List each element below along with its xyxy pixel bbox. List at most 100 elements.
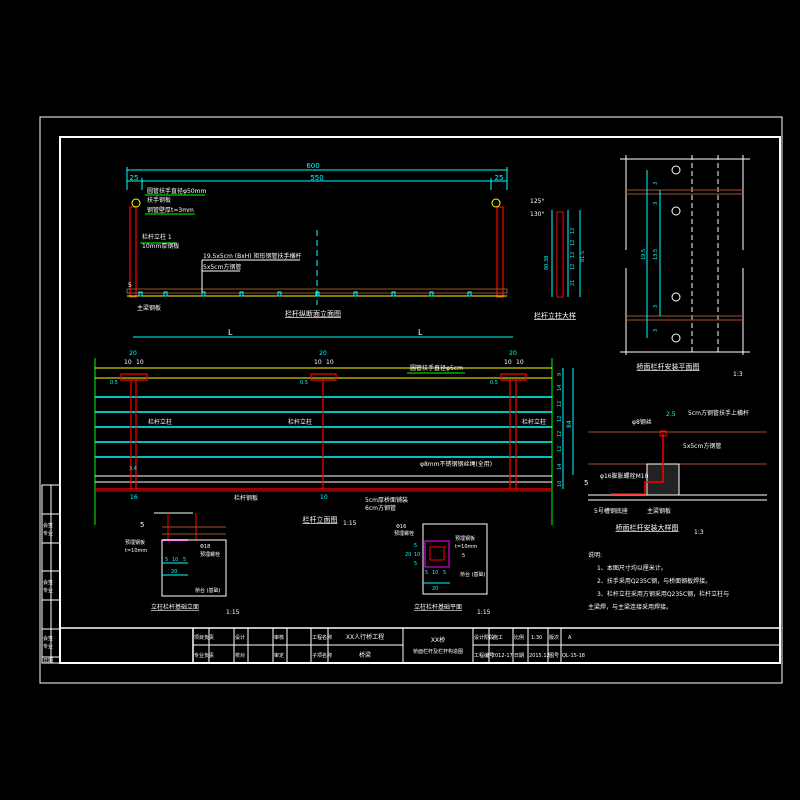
dim: 14 xyxy=(557,385,563,391)
view-title: 立柱栏杆基础平面 xyxy=(414,603,462,611)
dim: 12 xyxy=(557,446,563,452)
dim: 5 xyxy=(425,570,428,576)
weld-mark: 5 xyxy=(462,553,465,559)
weld-mark: 5 xyxy=(140,521,144,529)
label: φ8mm不锈钢钢丝绳(全用) xyxy=(420,460,492,468)
notes: 说明: 1、本图尺寸均以厘米计。 2、扶手采用Q235C钢，与桥面钢板焊接。 3… xyxy=(588,551,729,611)
foundation-plan-view: Φ16 预埋螺栓 预埋钢板 t=10mm 桥台 (基础) 5 5 10 5 20… xyxy=(394,523,491,616)
dim: 10 xyxy=(124,359,132,366)
dim: 0.5 xyxy=(490,380,498,386)
note-item: 主梁焊，与主梁连接采用焊接。 xyxy=(588,603,672,611)
dim-mid: 550 xyxy=(310,174,323,182)
view-scale: 1:15 xyxy=(226,609,240,616)
view-scale: 1:3 xyxy=(694,529,704,536)
drawing-title: 桥面栏杆及栏杆构造图 xyxy=(413,648,463,655)
label: Φ18 xyxy=(200,544,210,550)
dim: 12 xyxy=(557,401,563,407)
design-stage: 施工 xyxy=(493,634,503,641)
post-right xyxy=(496,206,504,298)
dim: 3 xyxy=(653,202,659,205)
tb-label: 项目负责 xyxy=(194,634,214,641)
dim: 12 xyxy=(557,416,563,422)
drawing-number: QL-15-18 xyxy=(562,653,585,659)
dim: 3 xyxy=(653,305,659,308)
notes-heading: 说明: xyxy=(588,551,602,559)
label: t=10mm xyxy=(125,548,147,554)
post-left xyxy=(129,206,137,298)
dim: 3.4 xyxy=(129,466,137,472)
label: 圆管扶手直径φ50mm xyxy=(147,187,206,195)
label: 预埋钢板 xyxy=(125,539,145,546)
dim: 12 xyxy=(570,228,576,234)
dim: 21 xyxy=(570,280,576,286)
date: 2015.12 xyxy=(529,653,550,659)
dim: 5 xyxy=(183,557,186,563)
dim: 5 xyxy=(165,557,168,563)
dim: 12 xyxy=(557,431,563,437)
label: 桥台 (基础) xyxy=(195,587,221,594)
view-title: 栏杆纵断面立面图 xyxy=(285,309,341,318)
dim: 12 xyxy=(570,252,576,258)
dim: 5 xyxy=(414,543,417,549)
dim: 0.5 xyxy=(110,380,118,386)
dim-total: 600 xyxy=(306,162,319,170)
plan-detail-labels: 3 3 13.5 19.5 3 3 桥面栏杆安装平面图 1:3 xyxy=(637,182,743,378)
label: 主梁钢板 xyxy=(647,507,671,515)
tb-label: 子项名称 xyxy=(312,652,332,659)
dim: 12 xyxy=(570,240,576,246)
label: 栏杆立柱 xyxy=(522,418,546,426)
title-block xyxy=(60,627,780,663)
label: 栏杆钢板 xyxy=(234,494,258,502)
dim: 0.5 xyxy=(300,380,308,386)
dim: 10 xyxy=(557,481,563,487)
title-block-text: 项目负责 专业负责 设计 校对 审核 审定 工程名称 子项名称 XX人行桥工程 … xyxy=(194,633,585,659)
tb-label: 工程名称 xyxy=(312,634,332,641)
project-number: -2012-17 xyxy=(490,653,513,659)
label: 钢管壁厚t=3mm xyxy=(147,206,194,214)
label: 栏杆立柱 1 xyxy=(142,233,172,241)
label: 预埋钢板 xyxy=(455,535,475,542)
view-title: 桥面栏杆安装大样图 xyxy=(616,523,679,532)
weld-mark: 5 xyxy=(584,479,588,487)
dim: 81.5 xyxy=(580,251,586,262)
note-item: 2、扶手采用Q235C钢，与桥面钢板焊接。 xyxy=(597,577,711,585)
strip-text: 专业 xyxy=(43,530,53,537)
strip-text: 会签 xyxy=(43,522,53,529)
note-item: 1、本图尺寸均以厘米计。 xyxy=(597,564,667,572)
label: 栏杆立柱 xyxy=(288,418,312,426)
tb-label: 审定 xyxy=(274,652,284,659)
drawing-title: XX桥 xyxy=(431,636,445,644)
strip-text: 专业 xyxy=(43,643,53,650)
label: 5号槽钢底座 xyxy=(594,507,628,515)
span-label: L xyxy=(418,328,423,337)
dim: 2.5 xyxy=(666,411,676,418)
label: 19.5x5cm (BxH) 矩形钢管扶手横杆 xyxy=(203,252,302,260)
tb-label: 比例 xyxy=(514,634,524,641)
tb-label: 专业负责 xyxy=(194,652,214,659)
strip-text: 会签 xyxy=(43,579,53,586)
top-elevation-view: 600 25 550 25 圆管扶手直径φ50mm 扶手钢板 钢管壁厚t=3mm… xyxy=(126,162,508,318)
post-detail-view: 125° 130° 80.38 12 12 12 12 21 81.5 栏杆立柱… xyxy=(530,198,586,320)
project-name: XX人行桥工程 xyxy=(346,633,384,641)
angle: 125° xyxy=(530,198,544,205)
section-detail-view: 5cm方钢管扶手上横杆 φ8钢丝 5x5cm方钢管 φ16膨胀螺栓M10 5号槽… xyxy=(584,409,767,536)
dim: 5 xyxy=(443,570,446,576)
tb-label: 设计 xyxy=(235,634,245,641)
label: 主梁钢板 xyxy=(137,304,161,312)
view-title: 栏杆立柱大样 xyxy=(534,311,576,320)
dim: 10 xyxy=(320,494,328,501)
binding-strip: 会签 专业 会签 专业 会签 专业 日期 xyxy=(41,484,61,664)
tb-label: 校对 xyxy=(235,652,245,659)
label: Φ16 xyxy=(396,524,406,530)
tb-label: 图号 xyxy=(549,653,559,659)
label: 10mm厚钢板 xyxy=(142,242,179,250)
tb-label: 版次 xyxy=(549,634,559,641)
strip-text: 专业 xyxy=(43,587,53,594)
dim: 10 xyxy=(414,552,420,558)
tb-label: 设计阶段 xyxy=(474,634,494,641)
dim-left: 25 xyxy=(130,174,139,182)
label: 5x5cm方钢管 xyxy=(683,442,721,450)
label: 5cm厚桥面铺装 xyxy=(365,496,408,504)
span-label: L xyxy=(228,328,233,337)
outer-frame xyxy=(39,116,783,684)
